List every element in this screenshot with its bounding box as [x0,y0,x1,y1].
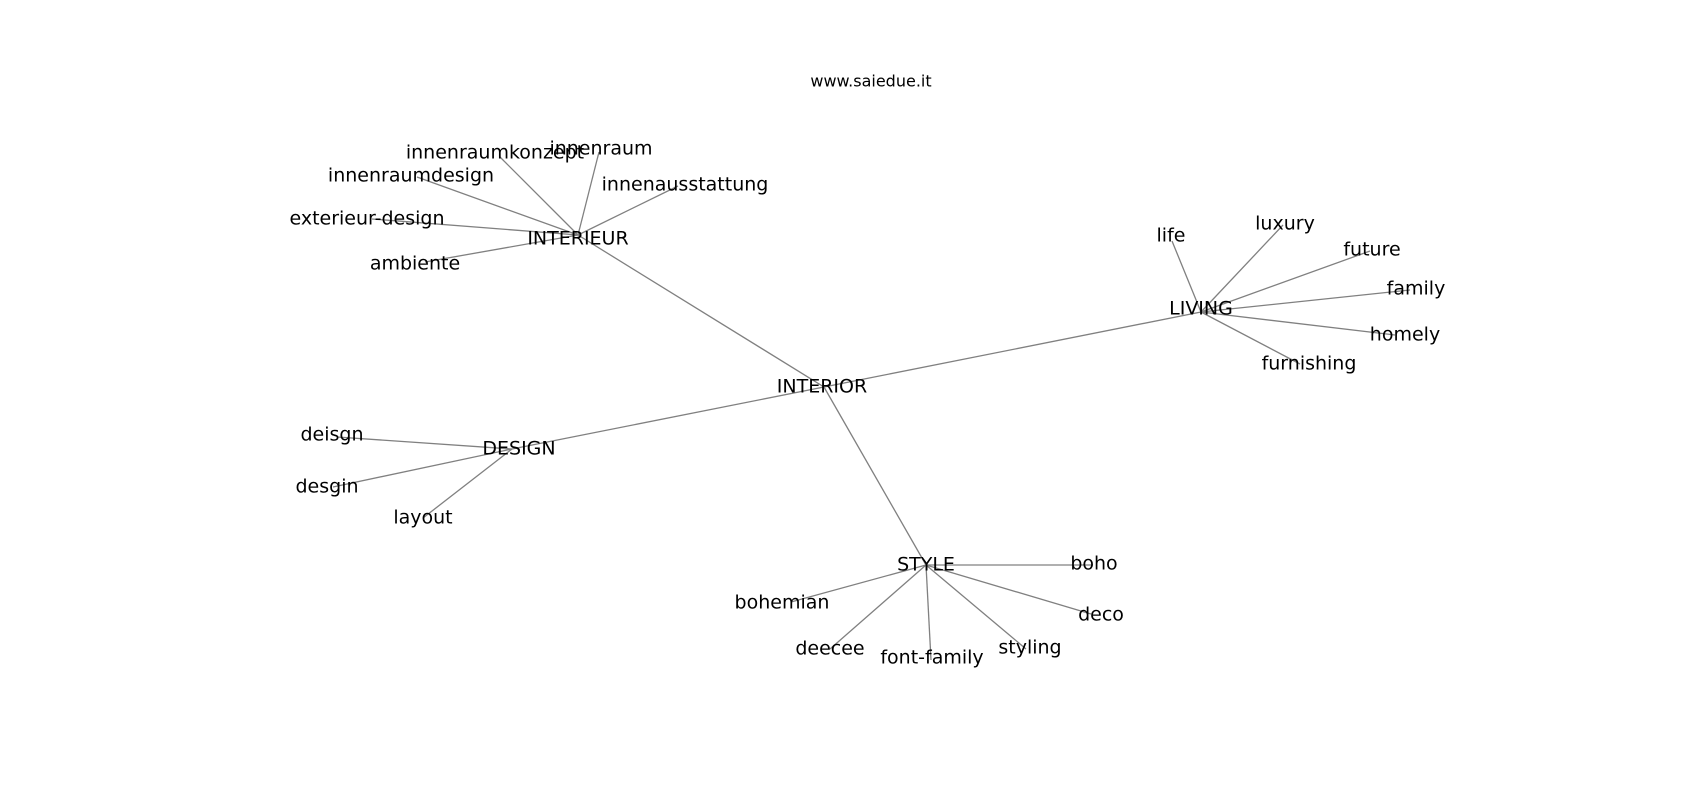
edge-style-bohemian [790,564,927,603]
node-desgin: desgin [295,476,358,498]
node-layout: layout [393,507,452,529]
node-living: LIVING [1169,298,1233,320]
edge-design-layout [422,448,513,519]
edge-style-deco [925,564,1092,615]
edge-interior-design [511,386,825,450]
site-title: www.saiedue.it [810,72,931,91]
node-styling: styling [998,637,1061,659]
node-luxury: luxury [1255,213,1315,235]
edge-living-life [1171,240,1202,313]
node-furnishing: furnishing [1262,353,1357,375]
edge-living-homely [1200,311,1396,336]
node-innenraumdesign: innenraumdesign [328,165,494,187]
node-innenraum: innenraum [549,138,652,160]
node-deco: deco [1078,604,1124,626]
edge-interior-living [823,311,1202,388]
edge-interieur-innenraum [577,151,600,236]
edges-layer [332,151,1411,661]
node-style: STYLE [897,554,955,576]
edge-interieur-ambiente [424,234,579,263]
edge-style-font-family [925,564,932,661]
labels-layer: INTERIOR INTERIEUR innenraumkonzeptinnenra… [289,138,1445,669]
node-innenraumkonzept: innenraumkonzept [406,142,584,164]
edge-style-deecee [829,564,927,650]
node-deisgn: deisgn [300,424,363,446]
edge-design-desgin [332,448,513,488]
node-homely: homely [1370,324,1440,346]
edge-interior-interieur [577,234,825,388]
edge-living-furnishing [1200,311,1301,365]
node-font-family: font-family [880,647,983,669]
edge-living-luxury [1200,224,1284,313]
node-interieur: INTERIEUR [527,228,628,250]
edge-style-styling [925,564,1027,650]
node-future: future [1343,239,1400,261]
node-boho: boho [1070,553,1117,575]
edge-interieur-innenraumdesign [416,176,579,236]
edge-interior-style [823,386,927,566]
node-exterieur-design: exterieur-design [289,208,444,230]
node-innenausstattung: innenausstattung [602,174,769,196]
node-bohemian: bohemian [735,592,830,614]
node-deecee: deecee [795,638,864,660]
node-ambiente: ambiente [370,253,460,275]
edge-living-future [1200,250,1371,313]
edge-living-family [1200,289,1411,313]
edge-interieur-innenraumkonzept [499,156,579,236]
edge-design-deisgn [336,436,513,450]
node-interior: INTERIOR [777,376,867,398]
node-design: DESIGN [482,438,555,460]
node-family: family [1387,278,1446,300]
edge-interieur-innenausstattung [577,185,679,236]
node-life: life [1157,225,1186,247]
edge-interieur-exterieur-design [371,218,579,236]
